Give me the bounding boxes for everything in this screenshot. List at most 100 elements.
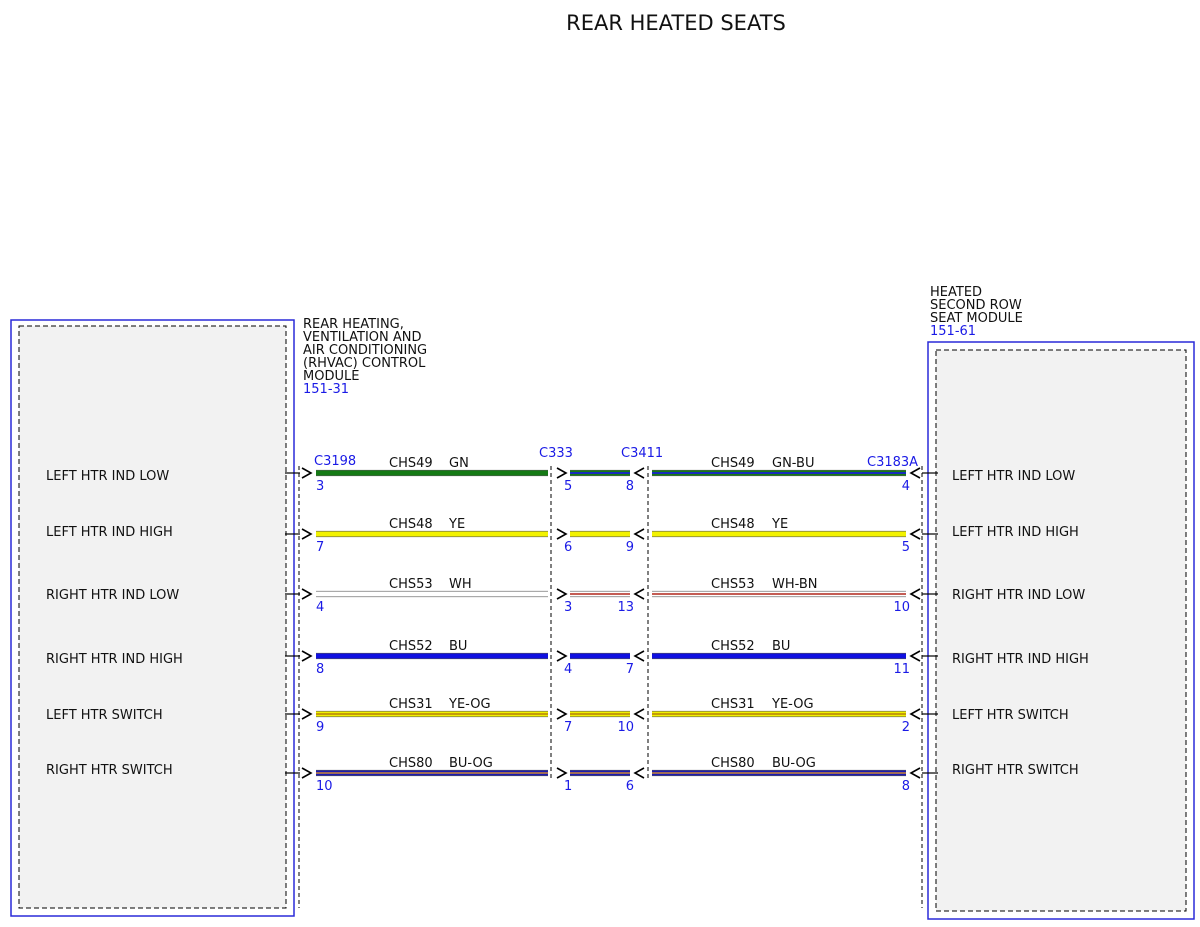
- pin-arrow-c3198-4: [301, 650, 313, 662]
- pin-arrow-c3411-4: [633, 650, 645, 662]
- left-module-name-5: MODULE: [303, 369, 359, 384]
- pin-arrow-c3183a-1: [909, 467, 921, 479]
- right-signal-label-4: RIGHT HTR IND HIGH: [952, 652, 1089, 667]
- right-circuit-id-1: CHS49: [711, 456, 755, 471]
- right-module-ref[interactable]: 151-61: [930, 324, 976, 339]
- left-wire-6-stripe: [316, 772, 548, 774]
- pin-c3183a-1: 4: [902, 479, 910, 494]
- pin-c3183a-3: 10: [893, 600, 910, 615]
- pin-c333-3: 3: [564, 600, 572, 615]
- pin-c333-6: 1: [564, 779, 572, 794]
- pin-c3183a-5: 2: [902, 720, 910, 735]
- pin-c333-5: 7: [564, 720, 572, 735]
- left-module-name-2: VENTILATION AND: [303, 330, 422, 345]
- pin-c3198-2: 7: [316, 540, 324, 555]
- pin-arrow-c3198-3: [301, 588, 313, 600]
- right-signal-label-2: LEFT HTR IND HIGH: [952, 525, 1079, 540]
- left-wire-5: [316, 710, 548, 718]
- pin-c3411-1: 8: [626, 479, 634, 494]
- right-wire-6-stripe: [652, 772, 906, 774]
- pin-c333-2: 6: [564, 540, 572, 555]
- left-wire-color-3: WH: [449, 577, 472, 592]
- right-wire-color-5: YE-OG: [771, 697, 814, 712]
- pin-c3183a-6: 8: [902, 779, 910, 794]
- pin-arrow-c3411-5: [633, 708, 645, 720]
- diagram-title: REAR HEATED SEATS: [566, 11, 786, 35]
- pin-arrow-c333-4: [556, 650, 568, 662]
- left-module-ref[interactable]: 151-31: [303, 382, 349, 397]
- pin-c3198-1: 3: [316, 479, 324, 494]
- right-wire-color-6: BU-OG: [772, 756, 816, 771]
- mid-wire-1: [570, 469, 630, 477]
- pin-arrow-c3198-5: [301, 708, 313, 720]
- pin-arrow-c333-6: [556, 767, 568, 779]
- left-module-name-1: REAR HEATING,: [303, 317, 404, 332]
- right-wire-3-stripe: [652, 593, 906, 595]
- right-module-name-3: SEAT MODULE: [930, 311, 1023, 326]
- left-wire-color-2: YE: [448, 517, 465, 532]
- mid-wire-6-stripe: [570, 772, 630, 774]
- right-signal-label-3: RIGHT HTR IND LOW: [952, 588, 1085, 603]
- connector-label-c3183a[interactable]: C3183A: [867, 455, 918, 470]
- left-circuit-id-3: CHS53: [389, 577, 433, 592]
- left-circuit-id-4: CHS52: [389, 639, 433, 654]
- left-circuit-id-5: CHS31: [389, 697, 433, 712]
- left-signal-label-6: RIGHT HTR SWITCH: [46, 763, 173, 778]
- connector-label-c333[interactable]: C333: [539, 446, 573, 461]
- right-wire-color-3: WH-BN: [772, 577, 818, 592]
- left-signal-label-3: RIGHT HTR IND LOW: [46, 588, 179, 603]
- mid-wire-5: [570, 710, 630, 718]
- right-circuit-id-4: CHS52: [711, 639, 755, 654]
- pin-arrow-c333-5: [556, 708, 568, 720]
- connector-label-c3411[interactable]: C3411: [621, 446, 663, 461]
- right-wire-color-1: GN-BU: [772, 456, 814, 471]
- right-wire-color-2: YE: [771, 517, 788, 532]
- pin-arrow-c3411-2: [633, 528, 645, 540]
- left-signal-label-5: LEFT HTR SWITCH: [46, 708, 163, 723]
- left-circuit-id-6: CHS80: [389, 756, 433, 771]
- left-wire-5-stripe: [316, 713, 548, 715]
- pin-c3411-2: 9: [626, 540, 634, 555]
- left-wire-4: [316, 652, 548, 660]
- right-wire-3: [652, 590, 906, 598]
- pin-arrow-c3198-1: [301, 467, 313, 479]
- left-wire-color-5: YE-OG: [448, 697, 491, 712]
- right-wire-5: [652, 710, 906, 718]
- pin-arrow-c3183a-2: [909, 528, 921, 540]
- pin-arrow-c3198-2: [301, 528, 313, 540]
- pin-arrow-c3183a-5: [909, 708, 921, 720]
- pin-c3198-3: 4: [316, 600, 324, 615]
- mid-wire-1-stripe: [570, 472, 630, 474]
- right-signal-label-6: RIGHT HTR SWITCH: [952, 763, 1079, 778]
- pin-c3198-4: 8: [316, 662, 324, 677]
- connector-label-c3198[interactable]: C3198: [314, 454, 356, 469]
- left-module-name-4: (RHVAC) CONTROL: [303, 356, 426, 371]
- pin-c3411-4: 7: [626, 662, 634, 677]
- pin-arrow-c3183a-4: [909, 650, 921, 662]
- left-wire-3-fill: [316, 591, 548, 597]
- left-wire-6: [316, 769, 548, 777]
- left-wire-color-6: BU-OG: [449, 756, 493, 771]
- left-wire-2: [316, 530, 548, 538]
- mid-wire-3: [570, 590, 630, 598]
- pin-c3411-3: 13: [617, 600, 634, 615]
- right-wire-6: [652, 769, 906, 777]
- pin-arrow-c3411-1: [633, 467, 645, 479]
- mid-wire-2-fill: [570, 531, 630, 537]
- left-signal-label-1: LEFT HTR IND LOW: [46, 469, 169, 484]
- pin-c3183a-2: 5: [902, 540, 910, 555]
- mid-wire-5-stripe: [570, 713, 630, 715]
- pin-c333-1: 5: [564, 479, 572, 494]
- left-module-inner: [18, 325, 287, 909]
- pin-arrow-c333-2: [556, 528, 568, 540]
- mid-wire-3-stripe: [570, 593, 630, 595]
- left-wire-color-4: BU: [449, 639, 467, 654]
- pin-c3198-5: 9: [316, 720, 324, 735]
- pin-arrow-c3198-6: [301, 767, 313, 779]
- left-circuit-id-2: CHS48: [389, 517, 433, 532]
- pin-c3183a-4: 11: [893, 662, 910, 677]
- left-signal-label-4: RIGHT HTR IND HIGH: [46, 652, 183, 667]
- left-wire-2-fill: [316, 531, 548, 537]
